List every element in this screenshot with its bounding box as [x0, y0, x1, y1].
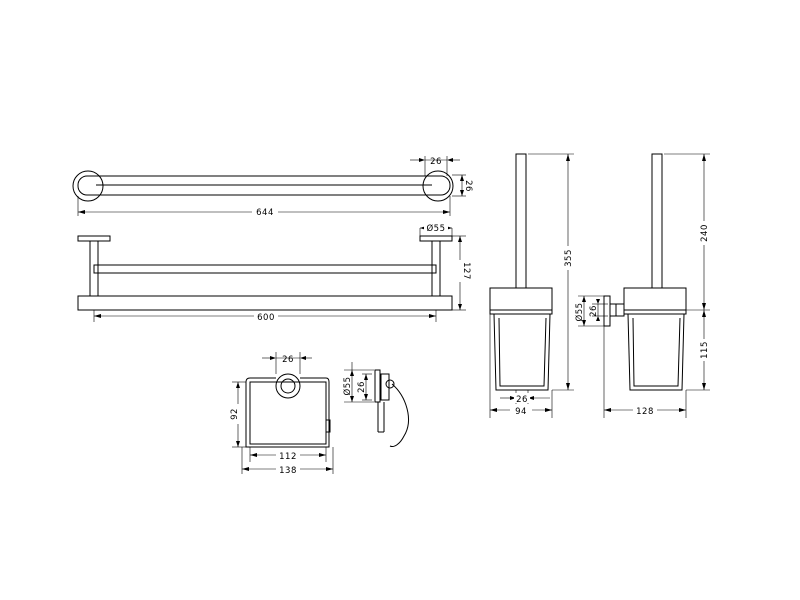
dimension-127: 127: [452, 235, 471, 311]
dim-toilet-brush-side-rosette-diameter: Ø55: [574, 302, 585, 321]
dim-towel-bar-rosette-depth: 26: [430, 157, 442, 167]
dimension-26-top: 26: [410, 156, 460, 176]
dimension-26-paper-top: 26: [262, 352, 312, 374]
dimension-600: 600: [93, 310, 437, 323]
dim-toilet-brush-rosette-depth: 26: [516, 395, 528, 405]
dimension-26-paper-side: 26: [357, 373, 372, 401]
dim-paper-holder-overall-width: 138: [279, 466, 297, 476]
towel-bar-front-view: [77, 235, 453, 311]
dimension-o55-top: Ø55: [419, 222, 453, 236]
dimension-128: 128: [603, 326, 687, 418]
dimension-115: 115: [686, 310, 710, 391]
dimension-o55-brush-side: Ø55: [574, 295, 604, 327]
dim-toilet-brush-height: 355: [564, 249, 574, 267]
dim-towel-bar-rosette-diameter: Ø55: [426, 223, 445, 234]
dim-paper-holder-side-rosette-depth: 26: [357, 381, 367, 393]
dimension-92: 92: [230, 381, 246, 448]
dim-toilet-brush-lower-height: 115: [700, 341, 710, 359]
dim-paper-holder-rosette-depth: 26: [282, 355, 294, 365]
dim-paper-holder-height: 92: [230, 408, 240, 420]
towel-bar-top-view: [72, 170, 454, 202]
dim-paper-holder-inner-width: 112: [279, 452, 297, 462]
dim-towel-bar-rosette-height: 26: [463, 180, 473, 192]
paper-holder-side-view: [374, 369, 409, 447]
toilet-brush-side-view: [603, 153, 687, 391]
dimension-26-brush-side: 26: [589, 299, 608, 321]
dimension-94: 94: [489, 314, 553, 418]
dimension-644: 644: [77, 196, 451, 218]
dim-toilet-brush-upper-height: 240: [700, 224, 710, 242]
dim-toilet-brush-width: 94: [515, 407, 527, 417]
dim-towel-bar-width: 644: [256, 208, 274, 218]
dimension-355: 355: [528, 153, 574, 391]
paper-holder-front-view: [245, 373, 331, 448]
dim-paper-holder-side-rosette-diameter: Ø55: [342, 376, 353, 395]
dimension-138: 138: [241, 447, 334, 476]
dim-towel-bar-projection: 127: [461, 262, 471, 280]
dimension-240: 240: [664, 153, 710, 311]
toilet-brush-front-view: [489, 153, 553, 391]
dim-toilet-brush-side-rosette-depth: 26: [589, 305, 599, 317]
dimension-112: 112: [249, 447, 327, 462]
dimension-26-brush-front: 26: [500, 390, 550, 405]
dim-towel-bar-center-distance: 600: [257, 313, 275, 323]
dim-toilet-brush-depth: 128: [636, 407, 654, 417]
dimension-26-right: 26: [452, 174, 473, 197]
dimension-o55-paper-side: Ø55: [342, 362, 374, 403]
